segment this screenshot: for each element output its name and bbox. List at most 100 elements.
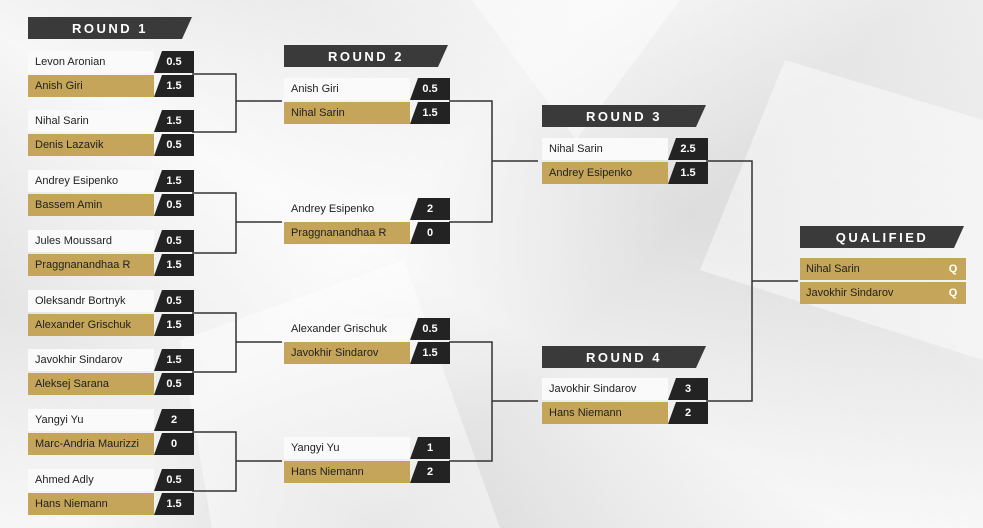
player-score: 2 (410, 461, 450, 483)
player-score: 0.5 (154, 469, 194, 491)
qualified-row: Javokhir Sindarov Q (800, 282, 966, 304)
player-name: Nihal Sarin (28, 110, 154, 132)
player-score: 0.5 (410, 78, 450, 100)
player-name: Javokhir Sindarov (28, 349, 154, 371)
qualified-mark: Q (948, 287, 958, 299)
round2-header: ROUND 2 (284, 45, 448, 67)
player-name: Praggnanandhaa R (284, 222, 410, 244)
player-name: Andrey Esipenko (542, 162, 668, 184)
round1-header: ROUND 1 (28, 17, 192, 39)
player-name: Ahmed Adly (28, 469, 154, 491)
player-name: Nihal Sarin (284, 102, 410, 124)
player-name: Nihal Sarin (542, 138, 668, 160)
player-score: 0.5 (410, 318, 450, 340)
qualified-player-name: Nihal Sarin (806, 263, 860, 275)
player-name: Javokhir Sindarov (284, 342, 410, 364)
player-score: 1.5 (154, 254, 194, 276)
qualified-player-name: Javokhir Sindarov (806, 287, 894, 299)
player-name: Hans Niemann (28, 493, 154, 515)
player-score: 0.5 (154, 194, 194, 216)
player-name: Hans Niemann (542, 402, 668, 424)
player-score: 1 (410, 437, 450, 459)
player-name: Praggnanandhaa R (28, 254, 154, 276)
round4-header: ROUND 4 (542, 346, 706, 368)
player-score: 0.5 (154, 230, 194, 252)
player-name: Alexander Grischuk (284, 318, 410, 340)
player-score: 2.5 (668, 138, 708, 160)
player-name: Alexander Grischuk (28, 314, 154, 336)
player-score: 0.5 (154, 134, 194, 156)
qualified-mark: Q (948, 263, 958, 275)
player-name: Yangyi Yu (284, 437, 410, 459)
player-name: Yangyi Yu (28, 409, 154, 431)
player-score: 0 (154, 433, 194, 455)
player-name: Denis Lazavik (28, 134, 154, 156)
player-score: 0.5 (154, 51, 194, 73)
player-name: Andrey Esipenko (28, 170, 154, 192)
player-name: Aleksej Sarana (28, 373, 154, 395)
player-score: 1.5 (154, 493, 194, 515)
player-name: Bassem Amin (28, 194, 154, 216)
player-score: 1.5 (154, 110, 194, 132)
player-score: 0 (410, 222, 450, 244)
player-score: 0.5 (154, 373, 194, 395)
player-score: 2 (410, 198, 450, 220)
player-score: 2 (154, 409, 194, 431)
player-score: 1.5 (154, 349, 194, 371)
player-score: 1.5 (410, 342, 450, 364)
qualified-row: Nihal Sarin Q (800, 258, 966, 280)
player-score: 1.5 (668, 162, 708, 184)
player-score: 1.5 (154, 170, 194, 192)
player-name: Levon Aronian (28, 51, 154, 73)
player-score: 3 (668, 378, 708, 400)
player-name: Jules Moussard (28, 230, 154, 252)
qualified-header: QUALIFIED (800, 226, 964, 248)
round3-header: ROUND 3 (542, 105, 706, 127)
player-score: 0.5 (154, 290, 194, 312)
player-score: 2 (668, 402, 708, 424)
player-score: 1.5 (154, 314, 194, 336)
